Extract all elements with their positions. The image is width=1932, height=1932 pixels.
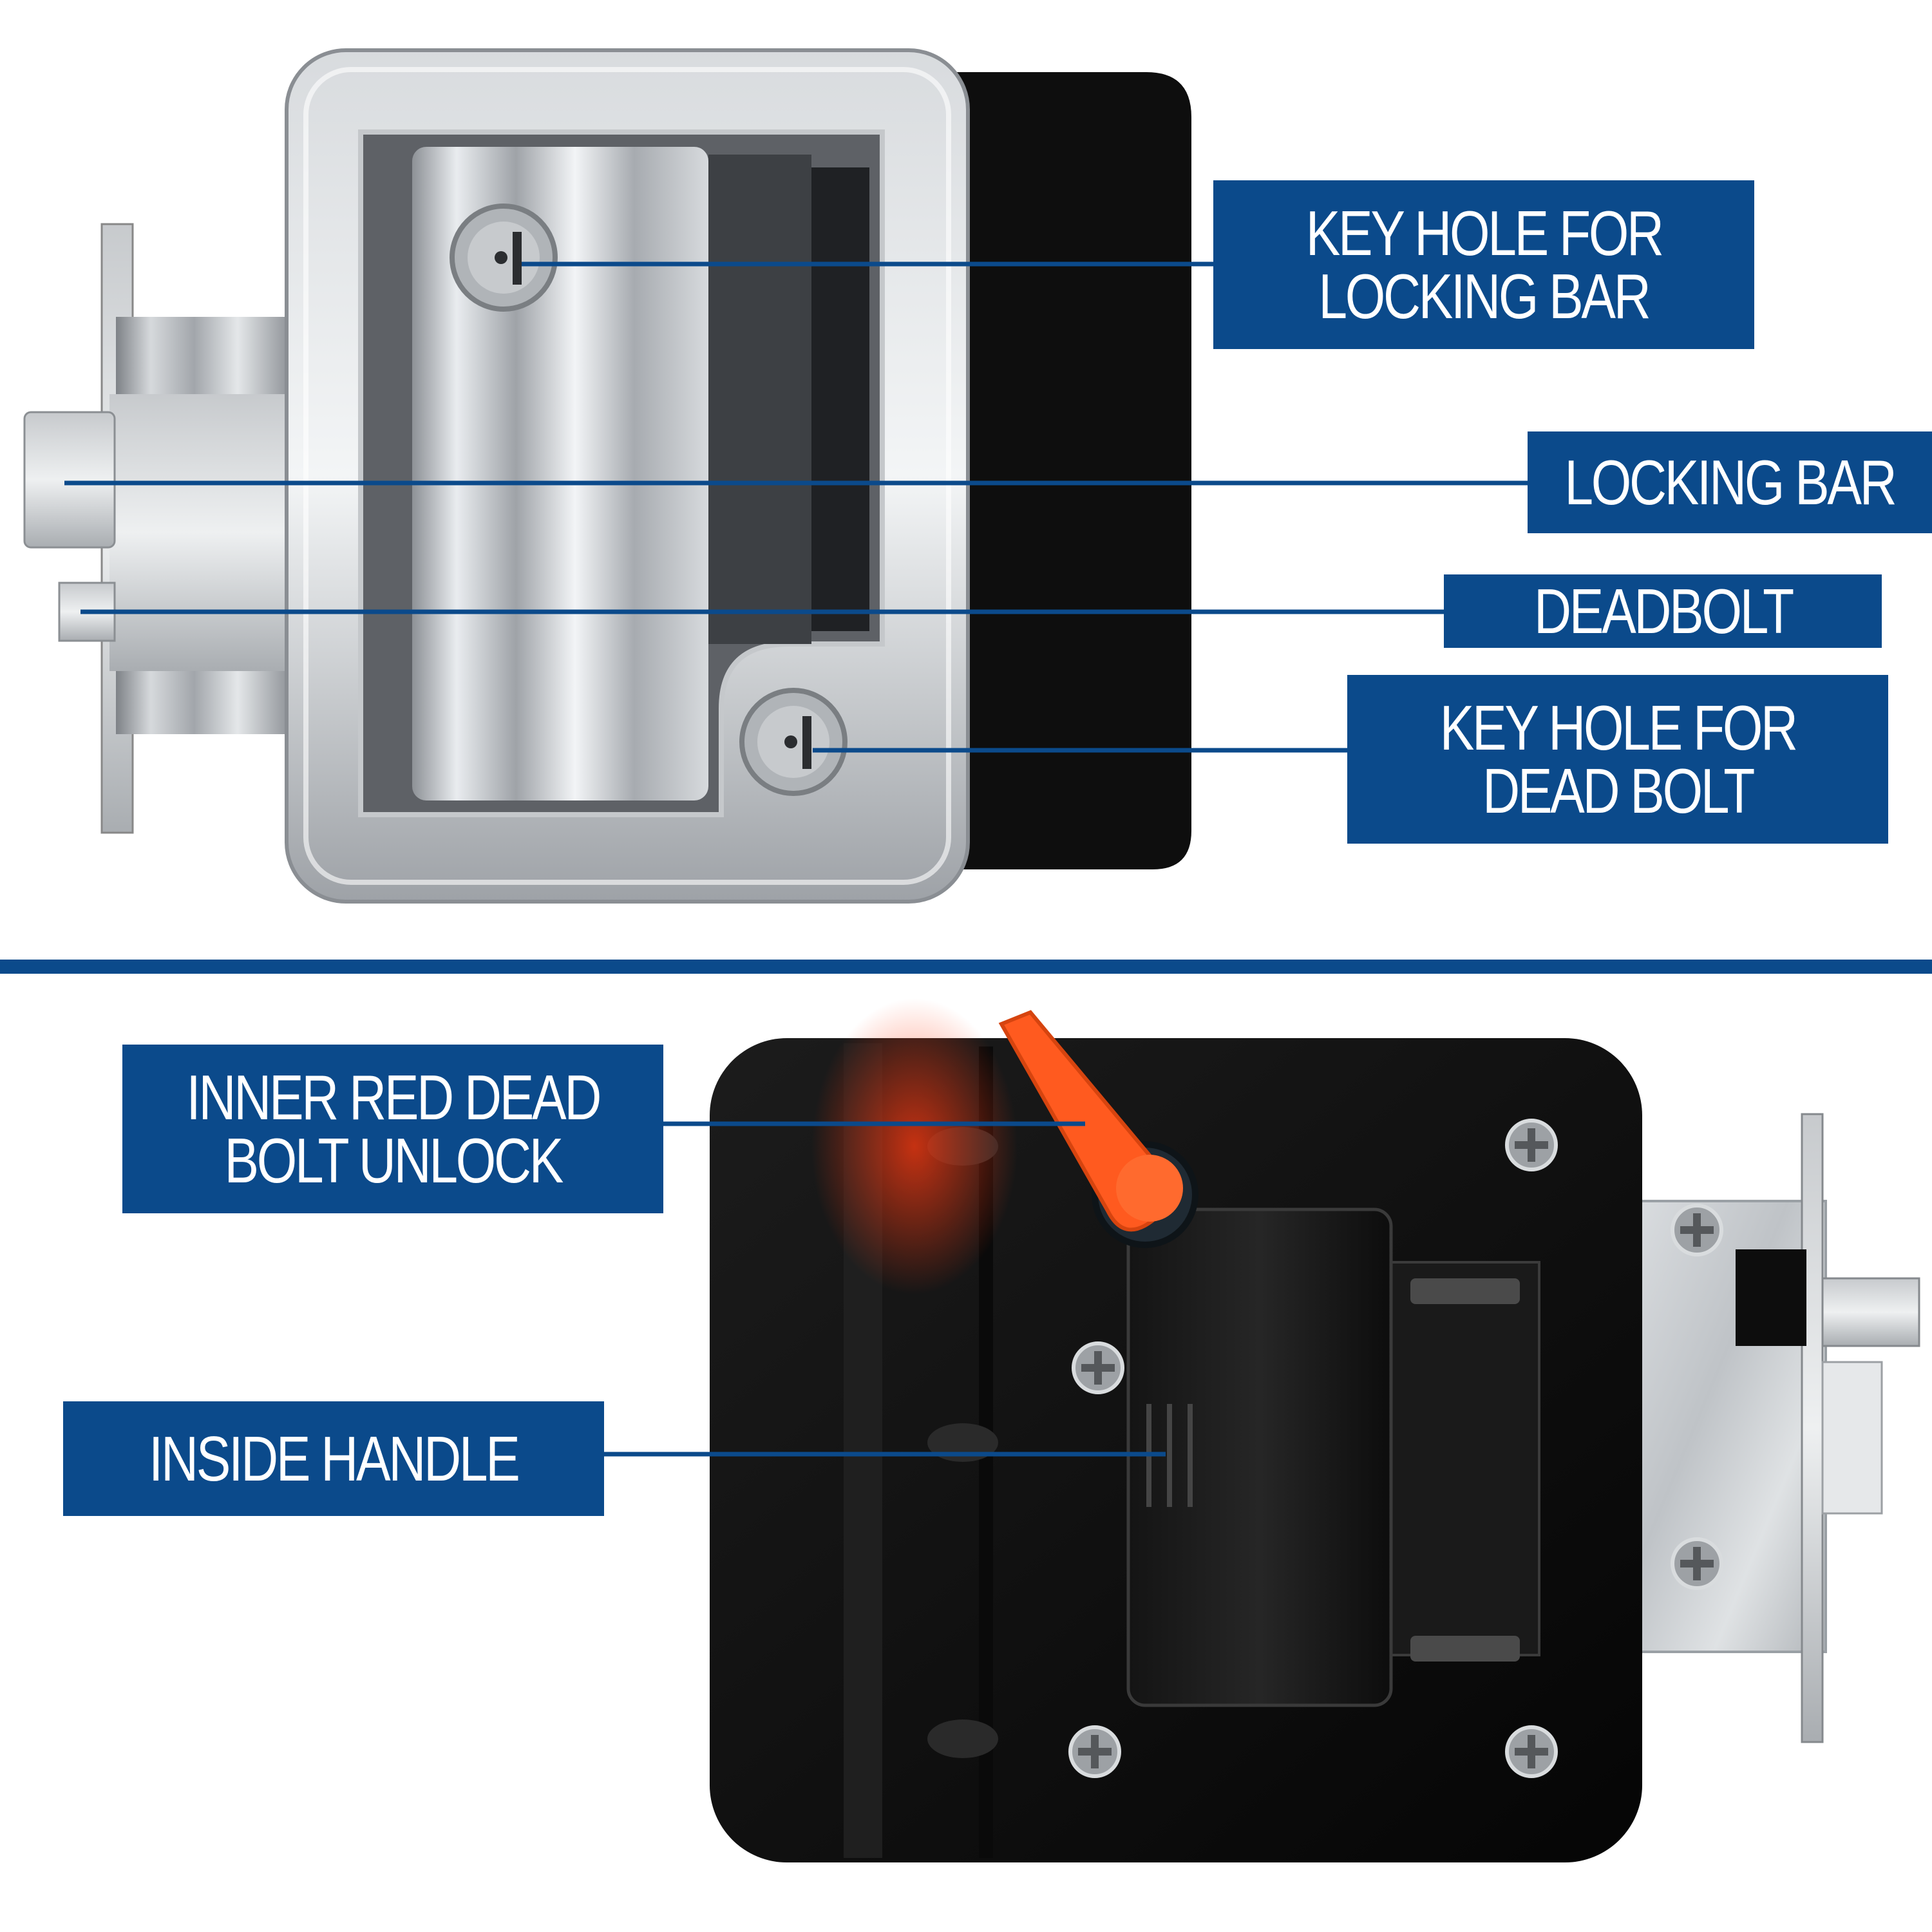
- label-line: INSIDE HANDLE: [149, 1423, 520, 1494]
- label-locking-bar: LOCKING BAR: [1528, 431, 1932, 533]
- interior-leader-lines: [604, 1121, 1166, 1457]
- label-inner-red-dead-bolt-unlock: INNER RED DEAD BOLT UNLOCK: [122, 1045, 663, 1213]
- label-inside-handle: INSIDE HANDLE: [63, 1401, 604, 1516]
- callout-box-deadbolt: [1444, 574, 1882, 648]
- label-deadbolt: DEADBOLT: [1444, 574, 1882, 648]
- callout-box-keyhole-dead-bolt: [1347, 675, 1888, 844]
- interior-lock-illustration: [710, 998, 1920, 1862]
- label-line: KEY HOLE FOR: [1439, 692, 1797, 763]
- callout-box-inner-red-dead-bolt-unlock: [122, 1045, 663, 1213]
- keyhole-icon: [450, 204, 558, 312]
- label-line: LOCKING BAR: [1318, 261, 1651, 332]
- label-key-hole-for-locking-bar: KEY HOLE FOR LOCKING BAR: [1213, 180, 1754, 349]
- label-key-hole-for-dead-bolt: KEY HOLE FOR DEAD BOLT: [1347, 675, 1888, 844]
- callout-box-inside-handle: [63, 1401, 604, 1516]
- label-line: DEADBOLT: [1533, 576, 1794, 647]
- label-line: BOLT UNLOCK: [224, 1125, 564, 1196]
- exterior-leader-lines: [64, 261, 1528, 753]
- callout-box-keyhole-locking-bar: [1213, 180, 1754, 349]
- exterior-lock-illustration: [23, 48, 1191, 904]
- label-line: INNER RED DEAD: [186, 1062, 601, 1133]
- callout-box-locking-bar: [1528, 431, 1932, 533]
- label-line: LOCKING BAR: [1564, 447, 1897, 518]
- section-divider: [0, 960, 1932, 974]
- label-line: KEY HOLE FOR: [1305, 198, 1663, 269]
- keyhole-icon: [739, 688, 848, 796]
- label-line: DEAD BOLT: [1482, 755, 1755, 826]
